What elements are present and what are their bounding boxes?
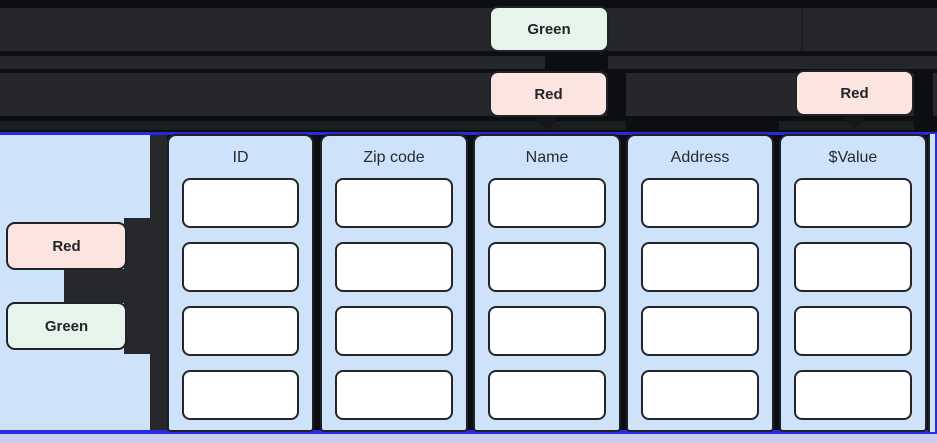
empty-cell[interactable]	[794, 242, 912, 292]
red-category-chip-center[interactable]: Red	[489, 71, 608, 117]
connector-arrow-down-icon	[536, 118, 558, 131]
empty-cell[interactable]	[182, 178, 299, 228]
empty-cell[interactable]	[488, 370, 606, 420]
panel-cutout	[124, 218, 151, 354]
column-header: Name	[525, 149, 569, 166]
empty-cell[interactable]	[488, 178, 606, 228]
highlight-border-top	[0, 132, 937, 135]
column-header: Address	[670, 149, 730, 166]
empty-cell[interactable]	[335, 242, 453, 292]
column-header: Zip code	[363, 149, 425, 166]
empty-cell[interactable]	[488, 242, 606, 292]
highlight-border-bottom	[0, 430, 937, 434]
green-category-chip[interactable]: Green	[489, 6, 609, 52]
green-row-chip[interactable]: Green	[6, 302, 127, 350]
empty-cell[interactable]	[182, 306, 299, 356]
empty-cell[interactable]	[641, 242, 759, 292]
sheet-row-band	[0, 56, 937, 69]
sheet-gridline	[801, 8, 803, 51]
column-header: $Value	[828, 149, 878, 166]
empty-cell[interactable]	[335, 178, 453, 228]
column-name: Name	[473, 134, 621, 432]
chip-shadow	[914, 70, 933, 117]
chip-connector-stub	[545, 50, 608, 73]
sheet-row-band	[0, 73, 937, 116]
column-value: $Value	[779, 134, 927, 432]
column-address: Address	[626, 134, 774, 432]
red-category-chip-right[interactable]: Red	[795, 70, 914, 116]
sheet-row-band	[0, 8, 937, 51]
empty-cell[interactable]	[182, 370, 299, 420]
empty-cell[interactable]	[182, 242, 299, 292]
panel-column-divider	[150, 135, 167, 430]
empty-cell[interactable]	[641, 178, 759, 228]
panel-cutout	[64, 269, 125, 303]
connector-arrow-down-icon	[843, 117, 865, 130]
empty-cell[interactable]	[641, 306, 759, 356]
column-header: ID	[232, 149, 249, 166]
empty-cell[interactable]	[641, 370, 759, 420]
empty-cell[interactable]	[794, 370, 912, 420]
empty-cell[interactable]	[488, 306, 606, 356]
empty-cell[interactable]	[794, 178, 912, 228]
empty-cell[interactable]	[335, 306, 453, 356]
red-row-chip[interactable]: Red	[6, 222, 127, 270]
empty-cell[interactable]	[794, 306, 912, 356]
sheet-row-band	[0, 121, 626, 130]
column-partial	[928, 134, 937, 432]
column-id: ID	[167, 134, 314, 432]
empty-cell[interactable]	[335, 370, 453, 420]
column-zip-code: Zip code	[320, 134, 468, 432]
sheet-footer-strip	[0, 434, 937, 443]
chip-shadow	[607, 71, 626, 118]
